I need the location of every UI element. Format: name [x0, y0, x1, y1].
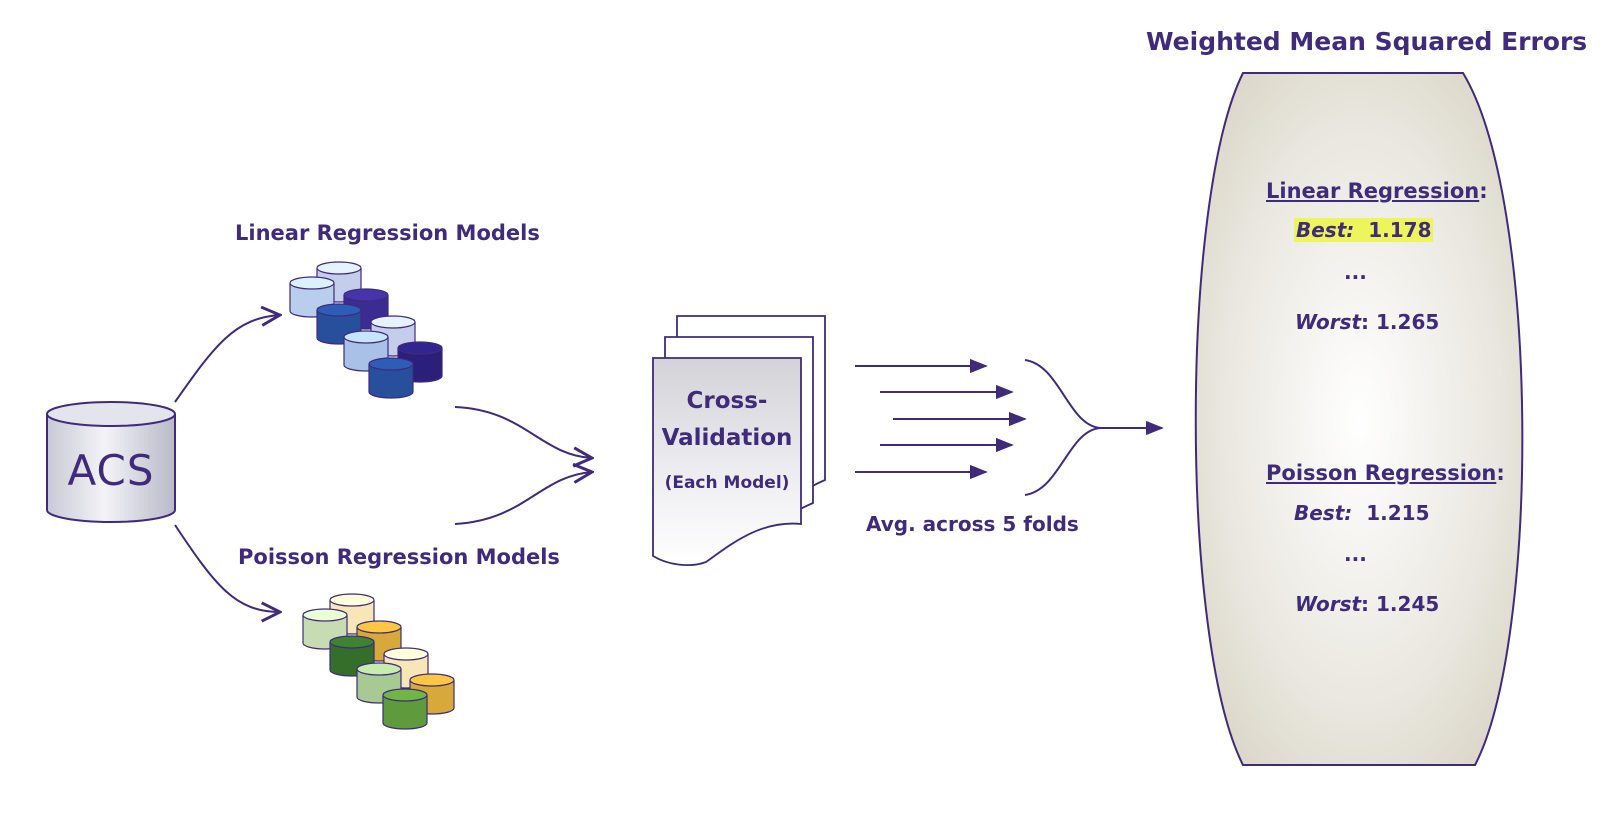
- linear-ellipsis: ...: [1344, 260, 1367, 284]
- linear-best-value: 1.178: [1368, 218, 1432, 242]
- poisson-worst-colon: :: [1361, 592, 1370, 616]
- cv-label-line3: (Each Model): [664, 473, 790, 493]
- acs-database-icon: [46, 401, 176, 523]
- linear-best-row: Best: 1.178: [1294, 218, 1434, 242]
- arrow-poisson-to-cv: [454, 472, 592, 525]
- linear-heading-colon: :: [1479, 179, 1488, 203]
- cv-label-line2: Validation: [661, 425, 793, 451]
- folds-label: Avg. across 5 folds: [866, 512, 1079, 536]
- arrow-linear-to-cv: [454, 406, 592, 458]
- poisson-best-row: Best: 1.215: [1294, 501, 1429, 525]
- poisson-heading-colon: :: [1496, 461, 1505, 485]
- model-cylinder-icon: [302, 608, 348, 650]
- cross-validation-documents-icon: [652, 315, 826, 567]
- poisson-best-label: Best:: [1294, 501, 1353, 525]
- linear-models-icon: [289, 261, 443, 399]
- arrow-acs-to-linear: [174, 315, 280, 403]
- linear-worst-label: Worst: [1295, 310, 1362, 334]
- results-pill: [1194, 72, 1524, 766]
- poisson-worst-value: 1.245: [1376, 592, 1440, 616]
- poisson-models-icon: [302, 593, 455, 730]
- poisson-models-label: Poisson Regression Models: [238, 545, 560, 569]
- poisson-worst-row: Worst: 1.245: [1295, 592, 1439, 616]
- linear-models-label: Linear Regression Models: [235, 221, 540, 245]
- model-cylinder-icon: [382, 688, 428, 730]
- poisson-results-heading: Poisson Regression:: [1266, 461, 1505, 485]
- linear-worst-value: 1.265: [1376, 310, 1440, 334]
- arrow-acs-to-poisson: [174, 524, 280, 612]
- linear-worst-colon: :: [1361, 310, 1370, 334]
- results-title: Weighted Mean Squared Errors: [1146, 27, 1588, 56]
- linear-results-heading: Linear Regression:: [1266, 179, 1488, 203]
- model-cylinder-icon: [368, 357, 414, 399]
- linear-best-label: Best:: [1296, 218, 1355, 242]
- linear-heading-text: Linear Regression: [1266, 179, 1480, 203]
- poisson-best-value: 1.215: [1366, 501, 1430, 525]
- poisson-worst-label: Worst: [1295, 592, 1362, 616]
- acs-label: ACS: [67, 446, 155, 495]
- fold-arrows: [855, 358, 1027, 480]
- poisson-ellipsis: ...: [1344, 542, 1367, 566]
- cv-label-line1: Cross-: [686, 388, 768, 414]
- merge-brace: [1024, 359, 1101, 496]
- poisson-heading-text: Poisson Regression: [1266, 461, 1497, 485]
- linear-worst-row: Worst: 1.265: [1295, 310, 1439, 334]
